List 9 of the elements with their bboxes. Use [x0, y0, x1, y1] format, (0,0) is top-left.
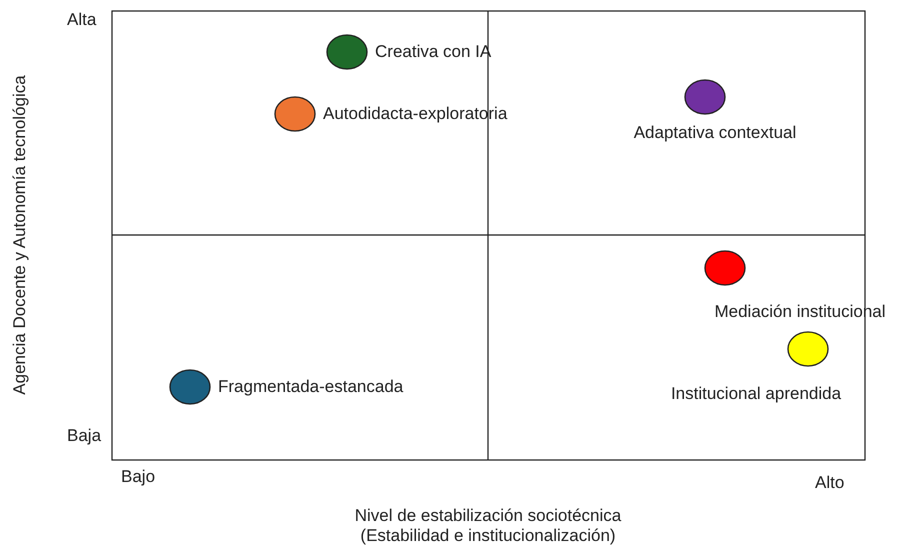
- point-label: Fragmentada-estancada: [218, 377, 404, 397]
- axis-tick-label: Alta: [67, 10, 96, 30]
- axis-tick-label: Baja: [67, 426, 102, 446]
- axis-title: Agencia Docente y Autonomía tecnológica: [10, 75, 30, 395]
- axis-title: Nivel de estabilización sociotécnica (Estabilidad e institucionalización): [354, 506, 622, 546]
- axis-tick-label: Alto: [815, 473, 844, 493]
- point-label: Adaptativa contextual: [634, 123, 796, 143]
- axis-tick-label: Bajo: [121, 467, 156, 487]
- point-label: Institucional aprendida: [670, 384, 842, 404]
